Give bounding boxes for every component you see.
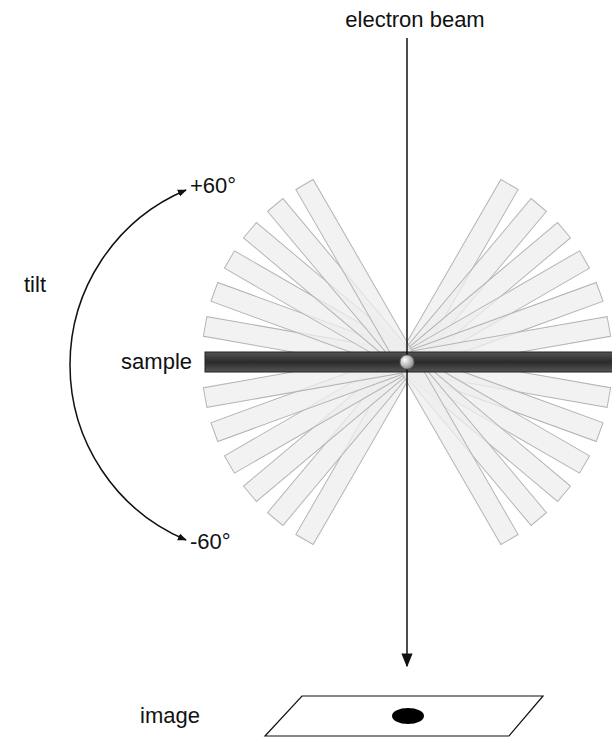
image-spot: [392, 708, 424, 724]
beam-label: electron beam: [345, 8, 484, 32]
particle: [400, 355, 414, 369]
angle-label: +60°: [190, 174, 236, 198]
angle-label: -60°: [190, 530, 231, 554]
image-label: image: [140, 704, 200, 728]
electron-beam-line: [406, 38, 408, 666]
image-plane: [265, 696, 543, 736]
sample-label: sample: [121, 350, 192, 374]
sample-slab: [205, 352, 612, 372]
tilt-label: tilt: [24, 273, 46, 297]
